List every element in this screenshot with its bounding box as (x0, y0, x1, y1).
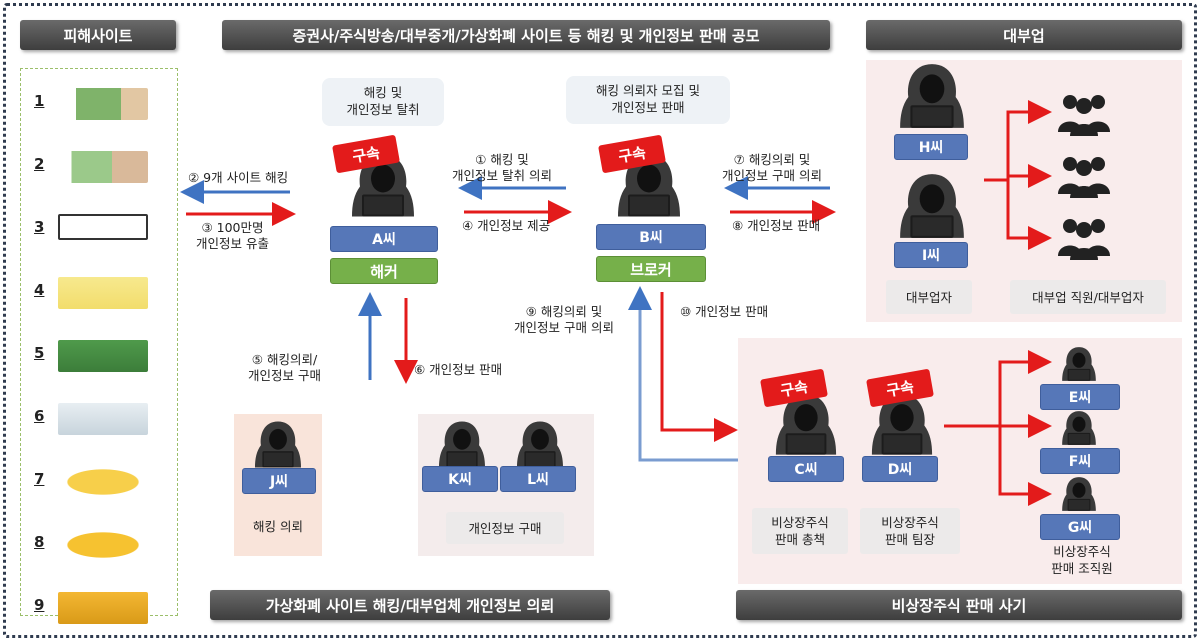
label-3: ③ 100만명 개인정보 유출 (196, 220, 269, 251)
site-number: 2 (34, 155, 45, 173)
caption-hack-request: 해킹 의뢰 (253, 518, 303, 534)
outer-frame (3, 3, 1197, 638)
hacker-icon-l (514, 420, 566, 473)
role-hacker: 해커 (330, 258, 438, 284)
hacker-icon-k (436, 420, 488, 473)
label-7: ⑦ 해킹의뢰 및 개인정보 구매 의뢰 (722, 152, 822, 183)
site-thumbnail-icon (58, 214, 148, 240)
site-number: 9 (34, 596, 45, 614)
site-thumbnail-icon (58, 592, 148, 624)
arrow-10 (660, 292, 738, 442)
hacker-icon-c (772, 392, 840, 461)
hacker-icon-d (868, 392, 936, 461)
arrow-stock-fanout (944, 350, 1052, 506)
a-bubble: 해킹 및 개인정보 탈취 (322, 78, 444, 126)
label-2: ② 9개 사이트 해킹 (188, 170, 289, 185)
bottom-left-header: 가상화폐 사이트 해킹/대부업체 개인정보 의뢰 (210, 590, 610, 620)
person-c: C씨 (768, 456, 844, 482)
site-thumbnail-icon (58, 340, 148, 372)
site-thumbnail-icon (58, 403, 148, 435)
label-6: ⑥ 개인정보 판매 (414, 362, 503, 377)
person-l: L씨 (500, 466, 576, 492)
caption-loan-operator: 대부업자 (886, 280, 972, 314)
hacker-icon-i (896, 172, 968, 244)
caption-d-role: 비상장주식 판매 팀장 (860, 508, 960, 554)
hacker-icon-a (348, 152, 418, 223)
bottom-right-header: 비상장주식 판매 사기 (736, 590, 1182, 620)
label-1: ① 해킹 및 개인정보 탈취 의뢰 (452, 152, 552, 183)
label-4: ④ 개인정보 제공 (462, 218, 551, 233)
caption-loan-staff: 대부업 직원/대부업자 (1010, 280, 1166, 314)
arrow-9 (628, 286, 738, 462)
hacker-icon-b (614, 152, 684, 223)
group-icon-1 (1054, 92, 1114, 144)
hacker-icon-g (1060, 476, 1098, 516)
person-j: J씨 (242, 468, 316, 494)
site-number: 8 (34, 533, 45, 551)
person-e: E씨 (1040, 384, 1120, 410)
site-thumbnail-icon (58, 151, 148, 183)
site-number: 4 (34, 281, 45, 299)
site-number: 7 (34, 470, 45, 488)
main-title-header: 증권사/주식방송/대부중개/가상화폐 사이트 등 해킹 및 개인정보 판매 공모 (222, 20, 830, 50)
label-5: ⑤ 해킹의뢰/ 개인정보 구매 (248, 352, 321, 383)
person-d: D씨 (862, 456, 938, 482)
site-number: 6 (34, 407, 45, 425)
group-icon-3 (1054, 216, 1114, 268)
site-number: 3 (34, 218, 45, 236)
person-a: A씨 (330, 226, 438, 252)
hacker-icon-h (896, 62, 968, 134)
hacker-icon-j (252, 420, 304, 473)
caption-g-role: 비상장주식 판매 조직원 (1051, 544, 1113, 576)
hacker-icon-e (1060, 346, 1098, 386)
person-g: G씨 (1040, 514, 1120, 540)
person-k: K씨 (422, 466, 498, 492)
role-broker: 브로커 (596, 256, 706, 282)
site-thumbnail-icon (58, 529, 148, 561)
person-b: B씨 (596, 224, 706, 250)
caption-c-role: 비상장주식 판매 총책 (752, 508, 848, 554)
person-h: H씨 (894, 134, 968, 160)
site-thumbnail-icon (58, 277, 148, 309)
caption-info-purchase: 개인정보 구매 (446, 512, 564, 544)
site-thumbnail-icon (58, 88, 148, 120)
victim-sites-header: 피해사이트 (20, 20, 176, 50)
label-8: ⑧ 개인정보 판매 (732, 218, 821, 233)
site-number: 5 (34, 344, 45, 362)
label-9: ⑨ 해킹의뢰 및 개인정보 구매 의뢰 (514, 304, 614, 335)
person-f: F씨 (1040, 448, 1120, 474)
site-thumbnail-icon (58, 466, 148, 498)
group-icon-2 (1054, 154, 1114, 206)
label-10: ⑩ 개인정보 판매 (680, 304, 769, 319)
arrow-loan-fanout (984, 100, 1052, 250)
b-bubble: 해킹 의뢰자 모집 및 개인정보 판매 (566, 76, 730, 124)
site-number: 1 (34, 92, 45, 110)
loan-business-header: 대부업 (866, 20, 1182, 50)
person-i: I씨 (894, 242, 968, 268)
hacker-icon-f (1060, 410, 1098, 450)
